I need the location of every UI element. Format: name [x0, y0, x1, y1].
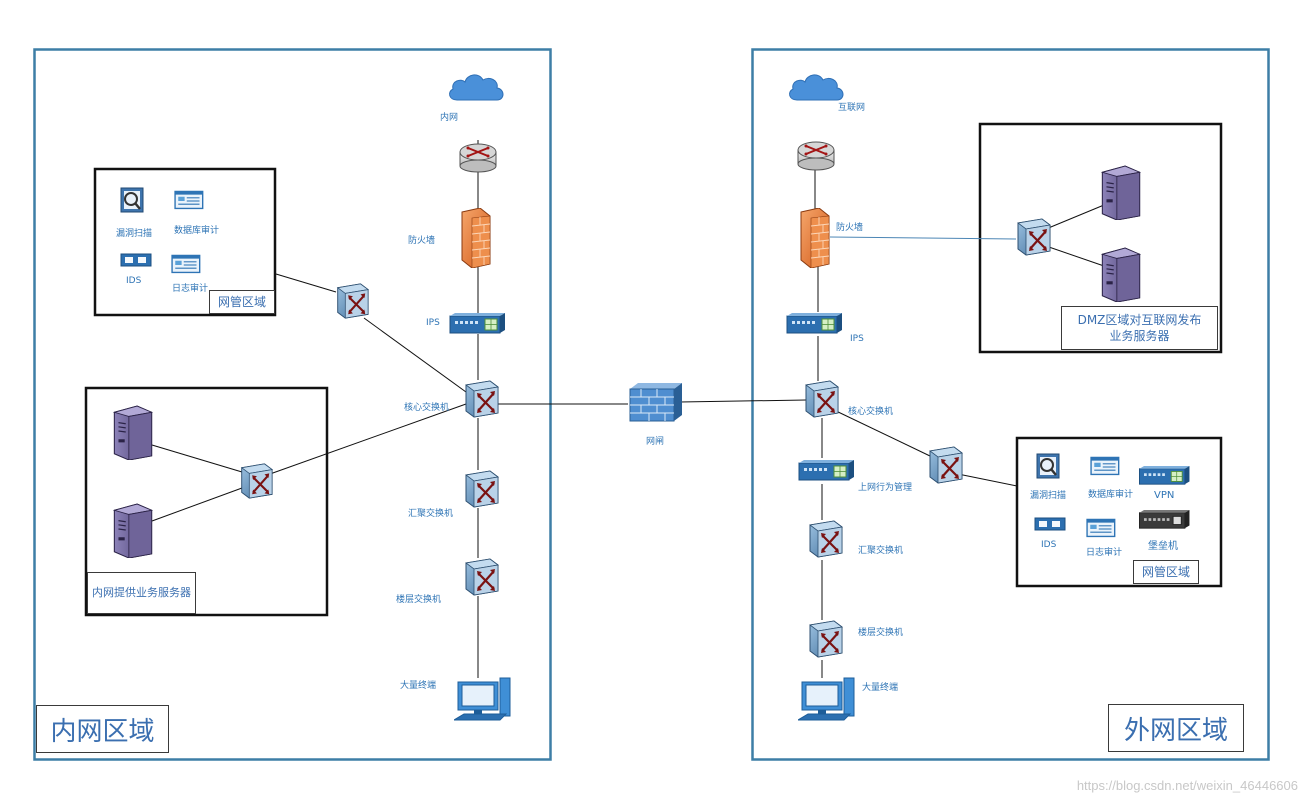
- left-agg-switch-label: 汇聚交换机: [408, 509, 454, 519]
- left-server-area-label: 内网提供业务服务器: [87, 572, 196, 614]
- left-server-switch-icon: [240, 462, 274, 500]
- left-log-audit-icon: [171, 254, 201, 274]
- left-terminals-label: 大量终端: [400, 681, 437, 691]
- right-firewall-icon: [800, 208, 830, 268]
- intranet-cloud-icon: [448, 74, 504, 101]
- right-terminals-label: 大量终端: [862, 683, 899, 693]
- right-core-switch-label: 核心交换机: [848, 407, 894, 417]
- left-core-switch-label: 核心交换机: [404, 403, 450, 413]
- right-db-audit-label: 数据库审计: [1088, 490, 1134, 500]
- left-db-audit-label: 数据库审计: [174, 226, 220, 236]
- right-ips-label: IPS: [850, 334, 864, 344]
- left-floor-switch-label: 楼层交换机: [396, 595, 442, 605]
- dmz-server-icon: [1101, 247, 1141, 302]
- vpn-icon: [1138, 466, 1190, 485]
- left-core-switch-icon: [464, 379, 500, 419]
- right-vuln-scan-label: 漏洞扫描: [1030, 491, 1067, 501]
- right-log-audit-label: 日志审计: [1086, 548, 1123, 558]
- left-db-audit-icon: [174, 190, 204, 210]
- left-server-icon: [113, 405, 153, 460]
- left-firewall-icon: [461, 208, 491, 268]
- left-mgmt-area-label: 网管区域: [209, 290, 275, 314]
- left-router-icon: [459, 143, 497, 173]
- left-ips-label: IPS: [426, 318, 440, 328]
- left-terminal-icon: [454, 677, 511, 721]
- vpn-label: VPN: [1154, 490, 1175, 501]
- right-links: [679, 168, 1105, 678]
- network-gap-label: 网闸: [646, 437, 665, 447]
- left-region-label: 内网区域: [36, 705, 169, 753]
- right-floor-switch-label: 楼层交换机: [858, 628, 904, 638]
- network-gap-icon: [629, 383, 682, 422]
- left-server-area-border: [84, 386, 329, 617]
- right-ips-icon: [786, 312, 842, 334]
- left-vuln-scan-icon: [119, 186, 145, 214]
- left-firewall-label: 防火墙: [408, 236, 436, 246]
- left-floor-switch-icon: [464, 557, 500, 597]
- left-ids-icon: [120, 253, 152, 267]
- left-log-audit-label: 日志审计: [172, 284, 209, 294]
- right-ids-icon: [1034, 517, 1066, 531]
- right-db-audit-icon: [1090, 456, 1120, 476]
- right-zone-border: [751, 48, 1270, 761]
- right-router-icon: [797, 141, 835, 171]
- left-links: [151, 140, 628, 678]
- dmz-area-label: DMZ区域对互联网发布业务服务器: [1061, 306, 1218, 350]
- right-agg-switch-label: 汇聚交换机: [858, 546, 904, 556]
- right-mgmt-area-label: 网管区域: [1133, 560, 1199, 584]
- left-ips-icon: [449, 312, 505, 334]
- dmz-area-border: [978, 122, 1223, 354]
- right-terminal-icon: [798, 677, 855, 721]
- right-log-audit-icon: [1086, 518, 1116, 538]
- right-core-switch-icon: [804, 379, 840, 419]
- left-mgmt-area-border: [93, 167, 277, 317]
- right-mgmt-switch-icon: [928, 445, 964, 485]
- left-agg-switch-icon: [464, 469, 500, 509]
- bastion-host-label: 堡垒机: [1148, 541, 1178, 552]
- right-firewall-label: 防火墙: [836, 223, 864, 233]
- internet-cloud-icon: [788, 74, 844, 101]
- right-region-label: 外网区域: [1108, 704, 1244, 752]
- behavior-mgmt-icon: [798, 459, 854, 481]
- right-vuln-scan-icon: [1035, 452, 1061, 480]
- left-server-icon: [113, 503, 153, 558]
- right-agg-switch-icon: [808, 519, 844, 559]
- dmz-server-icon: [1101, 165, 1141, 220]
- right-ids-label: IDS: [1041, 540, 1057, 550]
- dmz-switch-icon: [1016, 217, 1052, 257]
- behavior-mgmt-label: 上网行为管理: [858, 483, 913, 493]
- internet-cloud-label: 互联网: [838, 103, 866, 113]
- left-ids-label: IDS: [126, 276, 142, 286]
- left-mgmt-switch-icon: [336, 282, 370, 320]
- right-floor-switch-icon: [808, 619, 844, 659]
- bastion-host-icon: [1138, 510, 1190, 529]
- firewall-dmz-link: [829, 236, 1017, 240]
- intranet-cloud-label: 内网: [440, 113, 459, 123]
- watermark: https://blog.csdn.net/weixin_46446606: [1076, 778, 1298, 793]
- left-vuln-scan-label: 漏洞扫描: [116, 229, 153, 239]
- right-mgmt-area-border: [1015, 436, 1223, 588]
